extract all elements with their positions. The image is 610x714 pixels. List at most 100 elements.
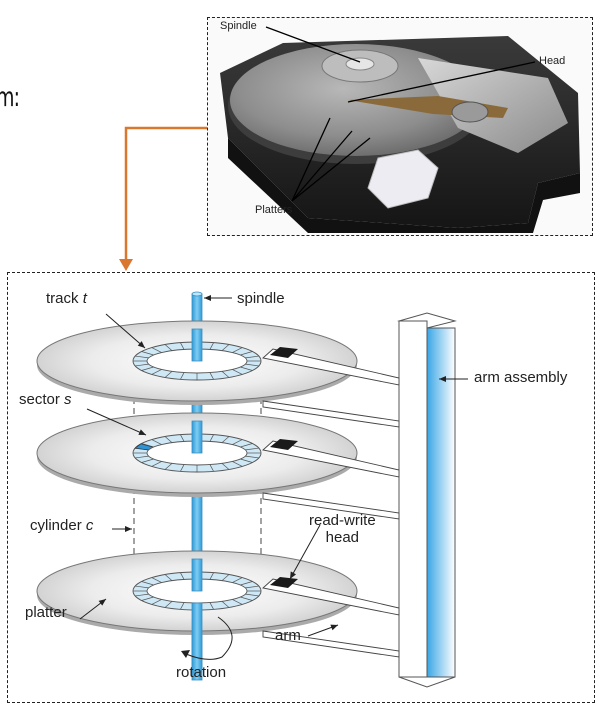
arrow-sector-head bbox=[138, 429, 146, 435]
sector-divider bbox=[209, 342, 214, 350]
sector-divider bbox=[232, 461, 243, 467]
sector-divider bbox=[180, 602, 185, 610]
sector-divider bbox=[180, 572, 185, 580]
sector-divider bbox=[209, 602, 214, 610]
photo-label-platters: Platters bbox=[255, 204, 293, 216]
spindle-segment bbox=[191, 328, 203, 362]
arrow-arm-head bbox=[330, 624, 338, 631]
arrow-read-write-head bbox=[289, 524, 321, 580]
sector-divider bbox=[209, 434, 214, 442]
arrow-platter-head bbox=[98, 599, 106, 606]
sector-divider bbox=[135, 585, 149, 589]
sector-divider bbox=[180, 342, 185, 350]
sector-divider bbox=[135, 355, 149, 359]
arrow-sector bbox=[86, 408, 147, 436]
arm-assembly-front bbox=[398, 320, 428, 678]
platter-3 bbox=[36, 550, 400, 658]
arrow-arm-assembly-head bbox=[439, 376, 446, 382]
sector-divider bbox=[151, 439, 162, 445]
photo-label-spindle: Spindle bbox=[220, 20, 257, 32]
sector-divider bbox=[221, 436, 230, 443]
rotation-arrow-icon bbox=[181, 650, 190, 658]
sector-divider bbox=[164, 574, 173, 581]
sector-divider bbox=[141, 351, 154, 356]
read-write-head bbox=[270, 439, 298, 450]
sector-divider bbox=[232, 369, 243, 375]
sector-divider bbox=[240, 581, 253, 586]
sector-divider bbox=[151, 461, 162, 467]
sector-divider bbox=[232, 599, 243, 605]
sector-divider bbox=[245, 455, 259, 459]
arm-assembly-bottom bbox=[398, 676, 456, 688]
arrow-track bbox=[105, 313, 146, 349]
label-read-write-head: read-write head bbox=[309, 512, 376, 546]
heading-fragment: m: bbox=[0, 82, 20, 113]
sector-divider bbox=[209, 464, 214, 472]
arm-assembly-side bbox=[426, 327, 456, 678]
sector-divider bbox=[141, 443, 154, 448]
sector-divider bbox=[135, 363, 149, 367]
disk-diagram-svg bbox=[36, 291, 468, 688]
sector-divider bbox=[245, 593, 259, 597]
sector-divider bbox=[232, 577, 243, 583]
sector-divider bbox=[245, 363, 259, 367]
sector-divider bbox=[221, 463, 230, 470]
sector-divider bbox=[180, 372, 185, 380]
label-sector: sector s bbox=[19, 391, 72, 408]
sector-divider bbox=[245, 585, 259, 589]
label-track-text: track bbox=[46, 290, 79, 307]
sector-divider bbox=[135, 593, 149, 597]
sector-divider bbox=[209, 372, 214, 380]
sector-divider bbox=[141, 581, 154, 586]
arrow-cylinder-head bbox=[125, 526, 132, 532]
label-cylinder: cylinder c bbox=[30, 517, 93, 534]
label-rw-line2: head bbox=[325, 529, 360, 546]
label-track-var: t bbox=[82, 290, 87, 307]
read-write-head bbox=[270, 347, 298, 358]
sector-divider bbox=[141, 596, 154, 601]
arrow-down-icon bbox=[119, 259, 133, 271]
sector-divider bbox=[245, 447, 259, 451]
hdd-photo bbox=[220, 26, 580, 233]
spindle-bottom bbox=[191, 602, 203, 673]
read-write-head bbox=[270, 577, 298, 588]
label-track: track t bbox=[46, 290, 87, 307]
sector-divider bbox=[141, 366, 154, 371]
label-rotation: rotation bbox=[176, 664, 227, 681]
sector-divider bbox=[240, 458, 253, 463]
label-platter: platter bbox=[25, 604, 67, 621]
sector-divider bbox=[240, 351, 253, 356]
sector-divider bbox=[245, 355, 259, 359]
arm-lower bbox=[262, 492, 400, 520]
sector-divider bbox=[135, 455, 149, 459]
disk-structure-diagram: track t spindle arm assembly sector s cy… bbox=[7, 272, 595, 703]
sector-divider bbox=[180, 434, 185, 442]
sector-divider bbox=[164, 436, 173, 443]
sector-divider bbox=[209, 572, 214, 580]
arrow-spindle-head bbox=[204, 295, 211, 301]
label-arm-assembly: arm assembly bbox=[474, 369, 568, 386]
sector-divider bbox=[164, 601, 173, 608]
sector-divider bbox=[151, 347, 162, 353]
sector-divider bbox=[240, 443, 253, 448]
sector-divider bbox=[240, 596, 253, 601]
label-sector-text: sector bbox=[19, 391, 60, 408]
label-sector-var: s bbox=[64, 391, 72, 408]
hdd-photo-panel: Spindle Head Platters bbox=[207, 17, 593, 236]
spindle-segment bbox=[191, 558, 203, 592]
label-rw-line1: read-write bbox=[309, 512, 376, 529]
arm-upper bbox=[262, 348, 400, 386]
arm-upper bbox=[262, 578, 400, 616]
arrow-track-head bbox=[137, 341, 145, 348]
spindle-segment bbox=[191, 420, 203, 454]
sector-divider bbox=[151, 369, 162, 375]
sector-divider bbox=[221, 371, 230, 378]
rotation-arc bbox=[185, 616, 233, 660]
platter-1 bbox=[36, 320, 400, 428]
platter-2 bbox=[36, 412, 400, 520]
arrow-read-write-head-head bbox=[290, 571, 297, 579]
arm-lower bbox=[262, 630, 400, 658]
sector-divider bbox=[164, 463, 173, 470]
arm-upper bbox=[262, 440, 400, 478]
sector-divider bbox=[232, 439, 243, 445]
